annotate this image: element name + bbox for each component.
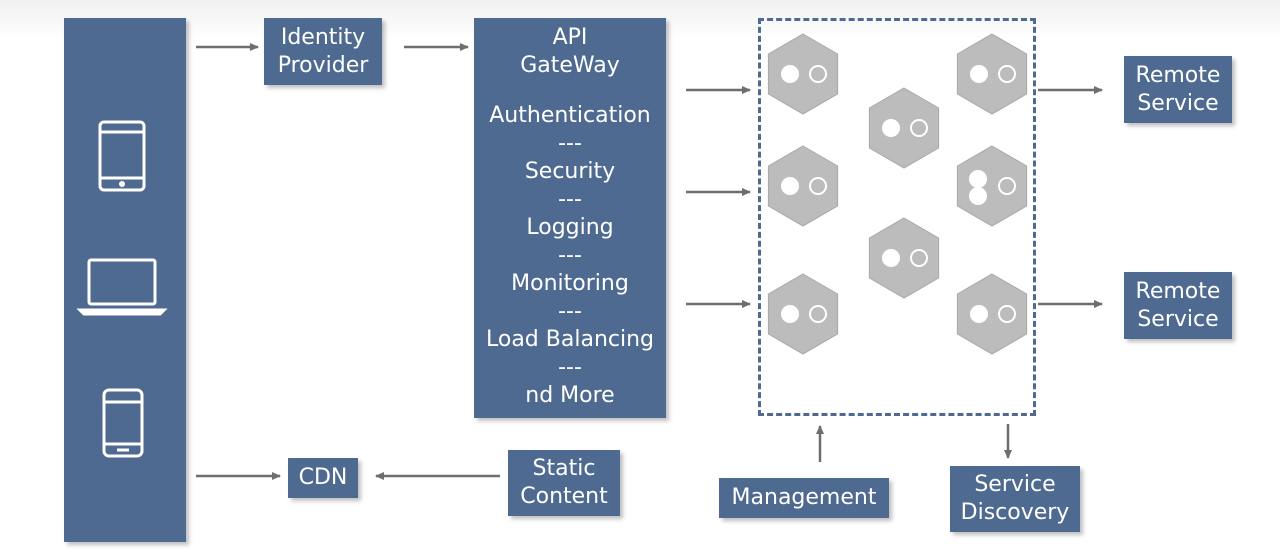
remote-service-box-2: Remote Service <box>1124 272 1232 339</box>
gateway-feature-separator: --- <box>558 131 582 156</box>
gateway-feature-separator: --- <box>558 187 582 212</box>
static-content-line-2: Content <box>520 484 608 509</box>
microservice-hexagon-icon <box>868 87 940 169</box>
management-label: Management <box>731 485 877 510</box>
service-discovery-line-1: Service <box>974 472 1056 497</box>
remote-service-2-line-1: Remote <box>1135 278 1221 304</box>
remote-service-2-line-2: Service <box>1137 306 1219 332</box>
gateway-feature-authentication: Authentication <box>489 103 651 128</box>
microservice-hexagon-icon <box>868 217 940 299</box>
cdn-box: CDN <box>288 458 358 498</box>
gateway-feature-separator: --- <box>558 243 582 268</box>
microservice-hexagon-icon <box>767 273 839 355</box>
api-gateway-title-1: API <box>552 25 588 50</box>
service-discovery-line-2: Discovery <box>960 500 1070 525</box>
tablet-icon <box>98 120 146 192</box>
api-gateway-title-2: GateWay <box>520 53 620 78</box>
microservice-hexagon-icon <box>767 33 839 115</box>
service-discovery-box: Service Discovery <box>950 466 1080 532</box>
microservices-boundary <box>758 18 1036 416</box>
management-box: Management <box>719 478 889 518</box>
api-gateway-box: API GateWay Authentication --- Security … <box>474 18 666 418</box>
gateway-feature-logging: Logging <box>526 215 614 240</box>
gateway-feature-load-balancing: Load Balancing <box>486 327 654 352</box>
microservice-hexagon-icon <box>767 145 839 227</box>
gateway-feature-and-more: nd More <box>525 383 615 408</box>
microservice-hexagon-icon <box>956 145 1028 227</box>
microservice-hexagon-icon <box>956 273 1028 355</box>
cdn-label: CDN <box>298 465 348 490</box>
gateway-feature-separator: --- <box>558 355 582 380</box>
gateway-feature-monitoring: Monitoring <box>511 271 629 296</box>
phone-icon <box>102 388 144 458</box>
client-icons <box>76 120 168 458</box>
static-content-box: Static Content <box>508 450 620 516</box>
identity-provider-line-2: Provider <box>277 52 369 78</box>
remote-service-box-1: Remote Service <box>1124 56 1232 123</box>
laptop-icon <box>76 258 168 316</box>
static-content-line-1: Static <box>532 456 596 481</box>
identity-provider-line-1: Identity <box>280 24 366 50</box>
identity-provider-box: Identity Provider <box>264 18 382 85</box>
client-devices-column <box>64 18 186 542</box>
gateway-feature-security: Security <box>524 159 616 184</box>
remote-service-1-line-1: Remote <box>1135 62 1221 88</box>
remote-service-1-line-2: Service <box>1137 90 1219 116</box>
gateway-feature-separator: --- <box>558 299 582 324</box>
microservice-hexagon-icon <box>956 33 1028 115</box>
